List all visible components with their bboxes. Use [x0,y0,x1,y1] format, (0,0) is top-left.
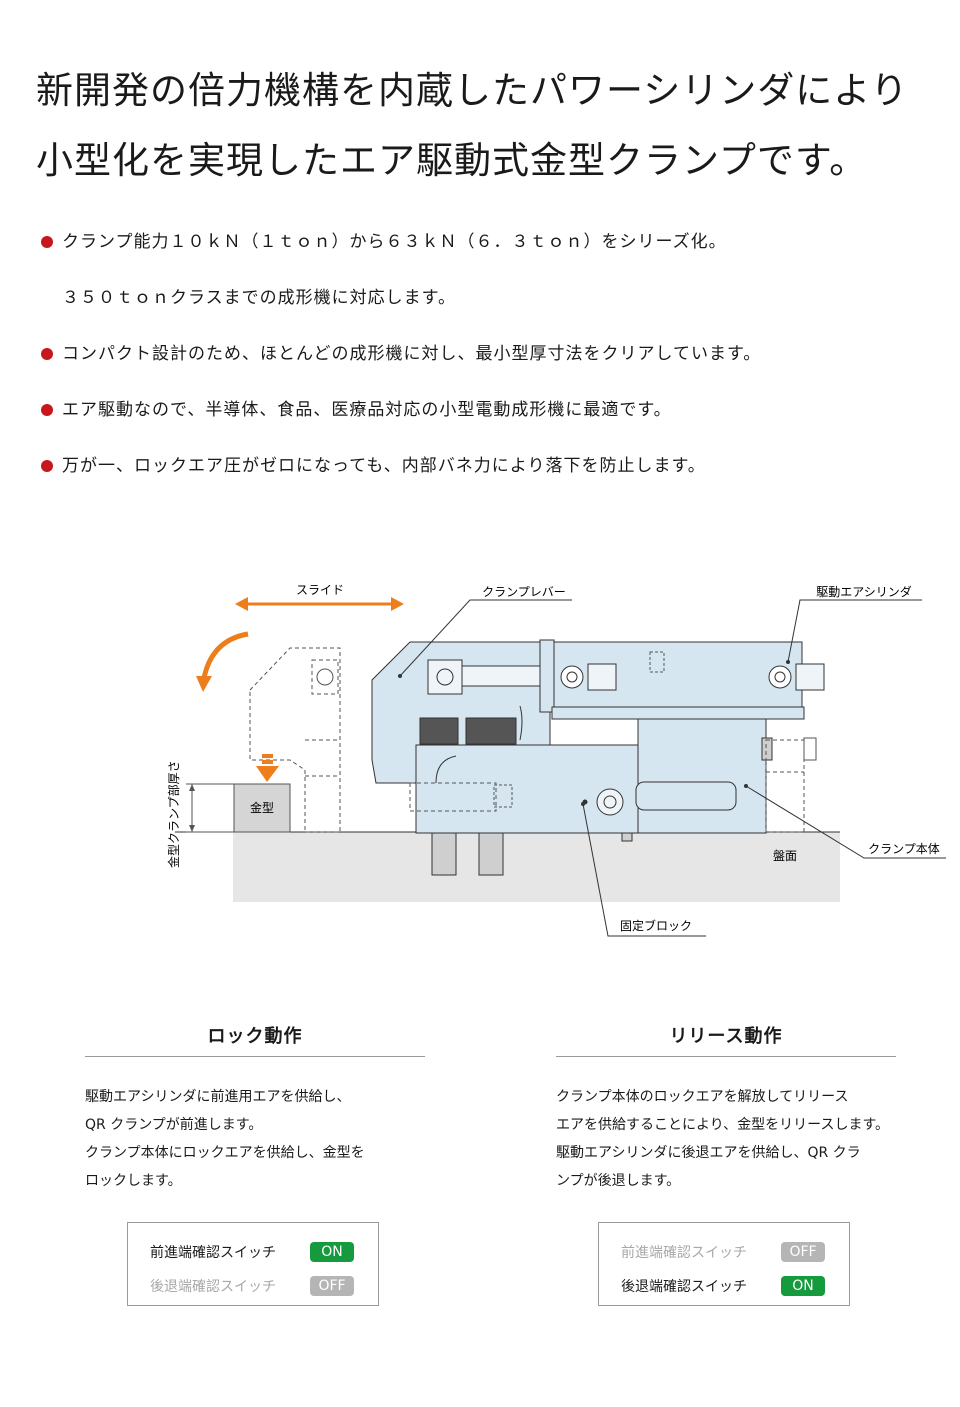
fixing-bolt [431,832,457,876]
lock-switch-status: 前進端確認スイッチ ON 後退端確認スイッチ OFF [127,1222,379,1306]
mold-block [233,783,291,833]
feature-item: クランプ能力１０ｋＮ（１ｔｏｎ）から６３ｋＮ（６．３ｔｏｎ）をシリーズ化。 ３５… [40,228,940,312]
release-switch-status: 前進端確認スイッチ OFF 後退端確認スイッチ ON [598,1222,850,1306]
retracted-clamp-outline [249,647,341,833]
headline-line-2: 小型化を実現したエア駆動式金型クランプです。 [36,139,868,182]
clamp-lever-label: クランプレバー [482,585,566,599]
feature-subtext: ３５０ｔｏｎクラスまでの成形機に対応します。 [62,288,456,308]
lock-line: クランプ本体にロックエアを供給し、金型を [85,1145,365,1161]
release-operation: リリース動作 クランプ本体のロックエアを解放してリリース エアを供給することによ… [556,1022,896,1195]
feature-text: 万が一、ロックエア圧がゼロになっても、内部バネ力により落下を防止します。 [62,456,706,476]
release-line: ンプが後退します。 [556,1173,681,1189]
lock-title: ロック動作 [85,1022,425,1057]
release-line: クランプ本体のロックエアを解放してリリース [556,1089,849,1105]
lock-line: 駆動エアシリンダに前進用エアを供給し、 [85,1089,351,1105]
lock-description: 駆動エアシリンダに前進用エアを供給し、 QR クランプが前進します。 クランプ本… [85,1083,425,1195]
rotate-arrow-icon [196,631,249,692]
release-backward-switch: 後退端確認スイッチ ON [621,1271,827,1301]
table-label: 盤面 [773,849,797,863]
switch-state-badge: ON [310,1242,354,1262]
release-line: エアを供給することにより、金型をリリースします。 [556,1117,890,1133]
release-forward-switch: 前進端確認スイッチ OFF [621,1237,827,1267]
cylinder-label: 駆動エアシリンダ [816,584,912,599]
clamp-body [415,744,639,834]
release-title: リリース動作 [556,1022,896,1057]
bullet-dot-icon [41,348,53,360]
feature-text: エア駆動なので、半導体、食品、医療品対応の小型電動成形機に最適です。 [62,400,672,420]
bullet-dot-icon [41,460,53,472]
fixing-bolt [478,832,504,876]
switch-label: 後退端確認スイッチ [150,1279,276,1295]
feature-text: コンパクト設計のため、ほとんどの成形機に対し、最小型厚寸法をクリアしています。 [62,344,762,364]
feature-item: 万が一、ロックエア圧がゼロになっても、内部バネ力により落下を防止します。 [40,452,940,480]
lock-line: QR クランプが前進します。 [85,1117,263,1133]
headline-line-1: 新開発の倍力機構を内蔵したパワーシリンダにより [36,69,909,112]
clamp-body-label: クランプ本体 [868,842,940,856]
clamp-diagram: スライド 金型 金型クランプ部厚さ [166,583,946,937]
switch-state-badge: OFF [310,1276,354,1296]
lock-backward-switch: 後退端確認スイッチ OFF [150,1271,356,1301]
thickness-label: 金型クランプ部厚さ [166,760,181,868]
release-line: 駆動エアシリンダに後退エアを供給し、QR クラ [556,1145,861,1161]
switch-label: 前進端確認スイッチ [150,1245,276,1261]
lock-forward-switch: 前進端確認スイッチ ON [150,1237,356,1267]
switch-state-badge: ON [781,1276,825,1296]
feature-item: エア駆動なので、半導体、食品、医療品対応の小型電動成形機に最適です。 [40,396,940,424]
lock-operation: ロック動作 駆動エアシリンダに前進用エアを供給し、 QR クランプが前進します。… [85,1022,425,1195]
lock-line: ロックします。 [85,1173,182,1189]
feature-item: コンパクト設計のため、ほとんどの成形機に対し、最小型厚寸法をクリアしています。 [40,340,940,368]
feature-list: クランプ能力１０ｋＮ（１ｔｏｎ）から６３ｋＮ（６．３ｔｏｎ）をシリーズ化。 ３５… [40,228,940,508]
bullet-dot-icon [41,236,53,248]
slide-arrow-icon [235,597,404,611]
fixed-block-label: 固定ブロック [620,918,692,933]
bullet-dot-icon [41,404,53,416]
switch-label: 前進端確認スイッチ [621,1245,747,1261]
slide-label: スライド [296,583,344,597]
headline: 新開発の倍力機構を内蔵したパワーシリンダにより 小型化を実現したエア駆動式金型ク… [36,56,936,196]
down-arrow-icon [256,754,279,782]
switch-label: 後退端確認スイッチ [621,1279,747,1295]
mold-label: 金型 [250,800,274,815]
table-surface [233,832,840,902]
switch-state-badge: OFF [781,1242,825,1262]
feature-text: クランプ能力１０ｋＮ（１ｔｏｎ）から６３ｋＮ（６．３ｔｏｎ）をシリーズ化。 [62,232,727,252]
release-description: クランプ本体のロックエアを解放してリリース エアを供給することにより、金型をリリ… [556,1083,896,1195]
